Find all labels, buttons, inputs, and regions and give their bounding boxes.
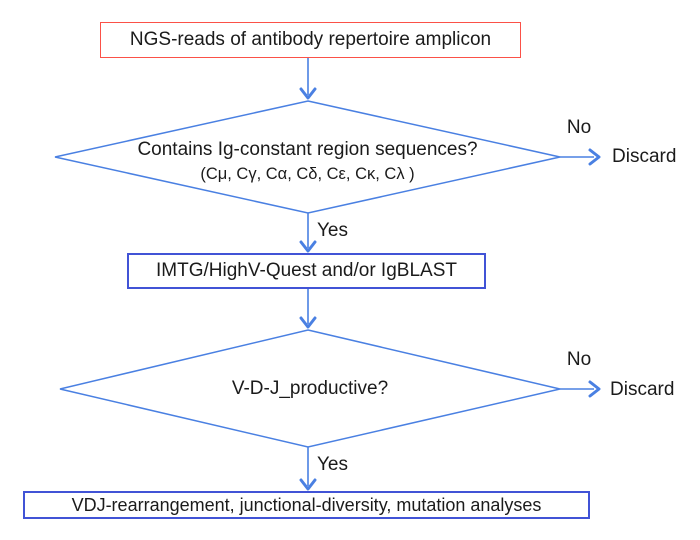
- decision2-diamond-shape: [59, 329, 561, 448]
- process-node-label: IMTG/HighV-Quest and/or IgBLAST: [156, 260, 457, 281]
- arrow-start-to-decision1: [299, 58, 317, 100]
- decision1-yes-label: Yes: [317, 220, 348, 241]
- start-node-ngs-reads: NGS-reads of antibody repertoire amplico…: [100, 22, 521, 58]
- arrow-decision2-yes: [299, 447, 317, 491]
- decision2-discard-label: Discard: [610, 379, 675, 400]
- arrow-process-to-decision2: [299, 289, 317, 329]
- process-node-imtg-igblast: IMTG/HighV-Quest and/or IgBLAST: [127, 253, 486, 289]
- decision2-yes-label: Yes: [317, 454, 348, 475]
- end-node-label: VDJ-rearrangement, junctional-diversity,…: [71, 494, 542, 515]
- arrow-decision2-no: [560, 380, 601, 398]
- decision1-no-label: No: [566, 117, 592, 138]
- decision1-discard-label: Discard: [612, 146, 677, 167]
- start-node-label: NGS-reads of antibody repertoire amplico…: [129, 29, 492, 50]
- arrow-decision1-no: [560, 148, 601, 166]
- decision1-diamond-shape: [54, 100, 561, 214]
- end-node-analyses: VDJ-rearrangement, junctional-diversity,…: [23, 491, 590, 519]
- arrow-decision1-yes: [299, 213, 317, 253]
- decision2-no-label: No: [566, 349, 592, 370]
